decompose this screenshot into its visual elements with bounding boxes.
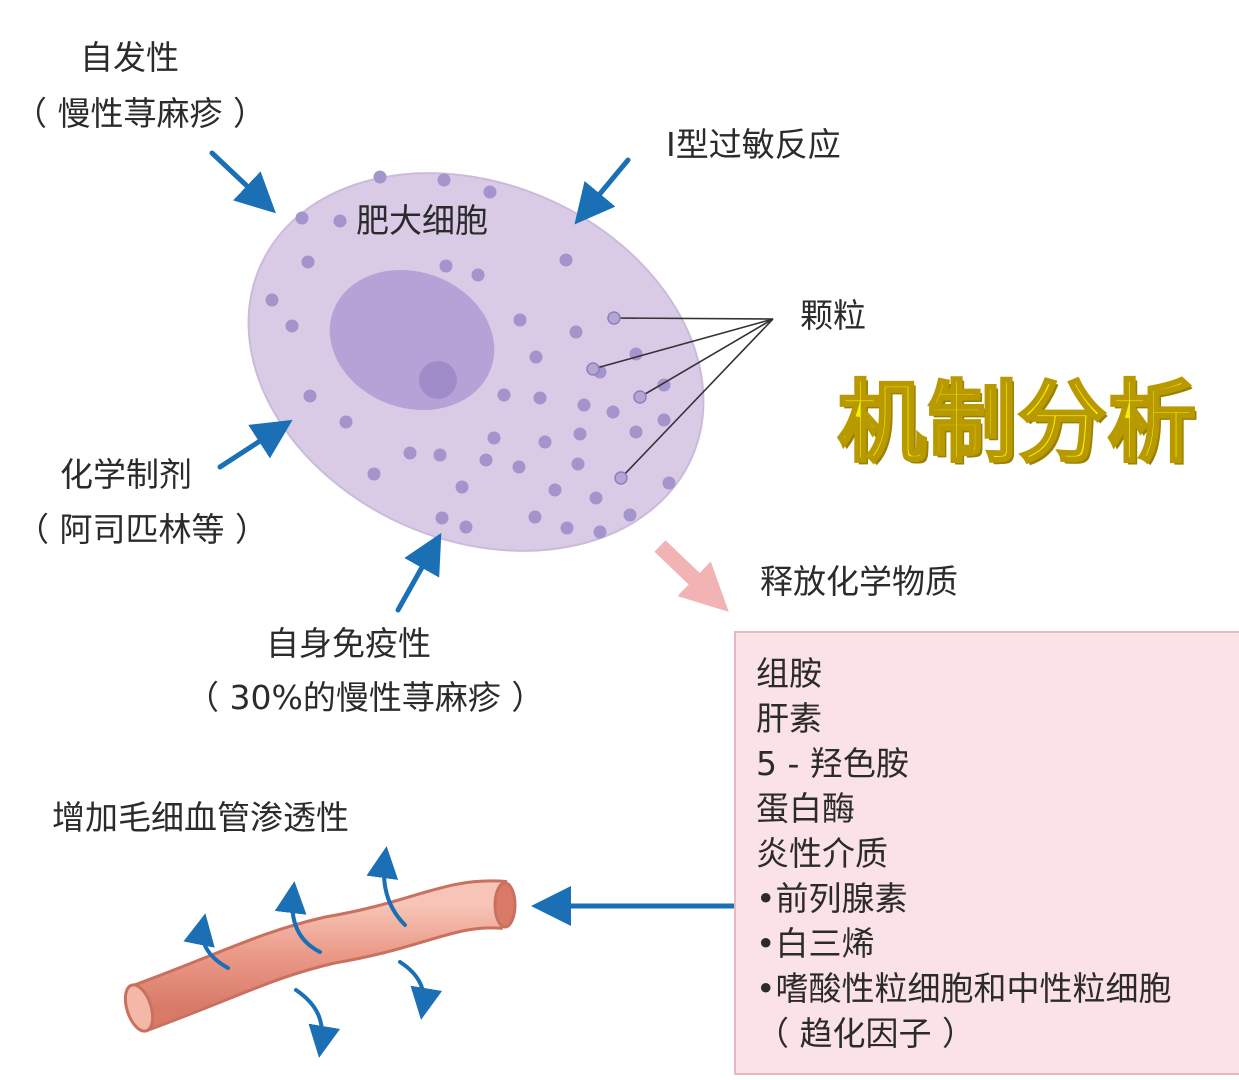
granule-dot — [339, 415, 353, 429]
substance-item: 蛋白酶 — [756, 789, 855, 828]
granule-dot — [573, 427, 587, 441]
granule-dot — [303, 389, 317, 403]
arrow-spontaneous — [209, 150, 276, 214]
arrow-type1 — [574, 157, 631, 225]
substance-item: （ 趋化因子 ） — [756, 1014, 975, 1053]
granule-dot — [512, 460, 526, 474]
mast-cell — [247, 170, 705, 552]
substance-item: •嗜酸性粒细胞和中性粒细胞 — [756, 969, 1172, 1008]
granule-dot — [497, 388, 511, 402]
leak-arrow-2 — [274, 881, 322, 954]
label-spontaneous-note: （ 慢性荨麻疹 ） — [14, 94, 266, 133]
granule-dot — [662, 476, 676, 490]
granule-dot — [295, 211, 309, 225]
granule-dot — [569, 325, 583, 339]
vessel-opening-left — [123, 983, 155, 1033]
granule-dot — [373, 170, 387, 184]
granule-dot — [333, 214, 347, 228]
granule-dot — [459, 520, 473, 534]
granule-dot — [483, 185, 497, 199]
granule-dot — [513, 313, 527, 327]
granule-dot — [589, 491, 603, 505]
substance-item: 炎性介质 — [756, 834, 888, 873]
label-spontaneous: 自发性 — [80, 38, 179, 77]
label-mast-cell: 肥大细胞 — [356, 201, 488, 240]
granule-dot — [529, 350, 543, 364]
granule-dot — [548, 483, 562, 497]
granule-dot — [433, 448, 447, 462]
label-granules: 颗粒 — [800, 296, 866, 335]
substance-item: •白三烯 — [756, 924, 875, 963]
substance-item: 5 - 羟色胺 — [756, 744, 909, 783]
granule-dot — [560, 521, 574, 535]
granule-dot — [559, 253, 573, 267]
granule-dot — [285, 319, 299, 333]
granule-dot — [533, 391, 547, 405]
label-type1-allergy: I型过敏反应 — [666, 125, 841, 164]
leak-arrow-5 — [398, 960, 443, 1020]
vessel-opening-right — [493, 881, 517, 929]
granule-dot — [657, 413, 671, 427]
granule-dots — [265, 170, 676, 539]
label-capillary-permeability: 增加毛细血管渗透性 — [52, 798, 349, 837]
substance-item: 肝素 — [756, 699, 822, 738]
granule-dot — [437, 173, 451, 187]
granule-dot — [606, 405, 620, 419]
granule-dot — [439, 259, 453, 273]
label-chemical: 化学制剂 — [60, 455, 192, 494]
arrow-chemical — [217, 419, 293, 470]
granule-dot — [301, 255, 315, 269]
granule-dot — [367, 467, 381, 481]
granule-pointer-lines — [592, 317, 774, 479]
label-chemical-note: （ 阿司匹林等 ） — [16, 510, 268, 549]
arrow-autoimmune — [395, 532, 442, 613]
label-autoimmune: 自身免疫性 — [266, 624, 431, 663]
granule-dot — [403, 446, 417, 460]
granule-dot — [593, 525, 607, 539]
granule-dot — [471, 268, 485, 282]
leak-arrow-4 — [294, 988, 341, 1058]
granule-dot — [435, 511, 449, 525]
granule-dot — [538, 435, 552, 449]
leak-arrow-3 — [366, 846, 407, 927]
granule-dot — [571, 457, 585, 471]
granule-dot — [629, 425, 643, 439]
arrow-release — [654, 540, 729, 612]
nucleolus — [419, 361, 457, 399]
granule-dot — [487, 431, 501, 445]
blood-vessel — [123, 879, 517, 1033]
released-substances-box: 组胺 肝素 5 - 羟色胺 蛋白酶 炎性介质 •前列腺素 •白三烯 •嗜酸性粒细… — [734, 631, 1239, 1075]
granule-dot — [528, 510, 542, 524]
substance-item: 组胺 — [756, 654, 822, 693]
label-autoimmune-note: （ 30%的慢性荨麻疹 ） — [186, 678, 545, 717]
overlay-title: 机制分析 — [836, 370, 1199, 476]
granule-dot — [577, 398, 591, 412]
granule-pointer-dots — [586, 311, 647, 485]
granule-dot — [479, 453, 493, 467]
granule-dot — [455, 480, 469, 494]
granule-dot — [265, 293, 279, 307]
leak-arrow-1 — [183, 913, 230, 970]
granule-dot — [623, 508, 637, 522]
label-release: 释放化学物质 — [760, 562, 958, 601]
substance-item: •前列腺素 — [756, 879, 908, 918]
